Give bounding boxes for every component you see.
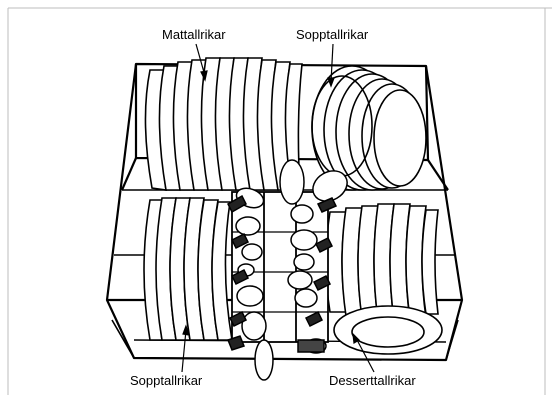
label-dessert-plates: Desserttallrikar [329, 374, 416, 387]
label-dinner-plates: Mattallrikar [162, 28, 226, 41]
dessert-plate [334, 306, 442, 354]
soup-plates-lower [144, 198, 232, 340]
label-soup-plates-upper: Sopptallrikar [296, 28, 368, 41]
label-soup-plates-lower: Sopptallrikar [130, 374, 202, 387]
dinner-plates-upper [145, 58, 302, 190]
plates-lower-right [326, 204, 438, 320]
